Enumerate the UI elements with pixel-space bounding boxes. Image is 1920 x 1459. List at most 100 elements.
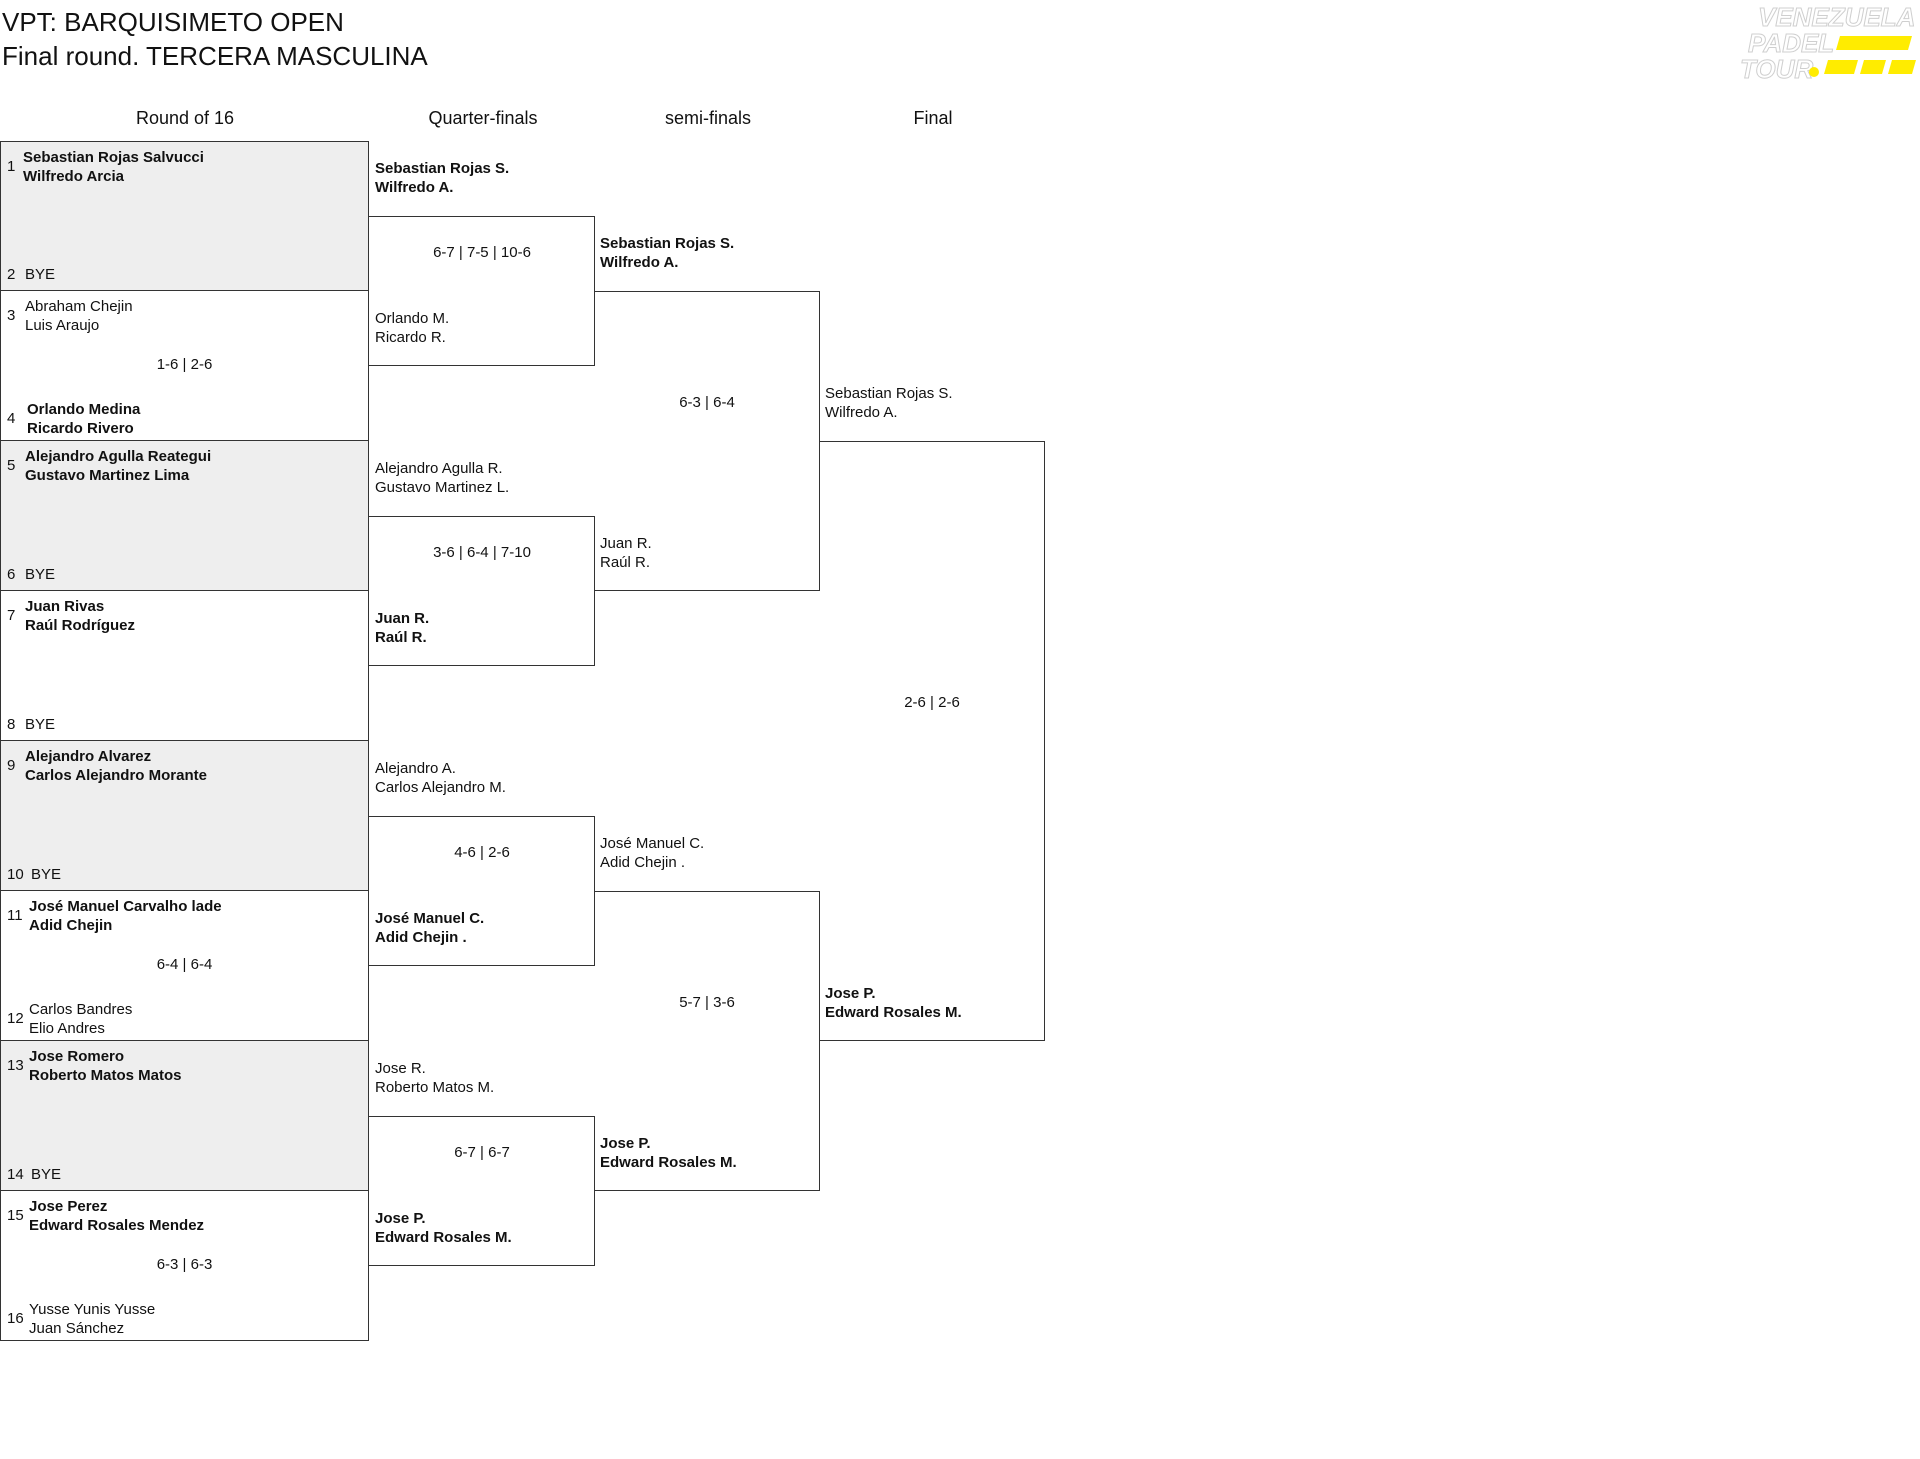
round-header-final: Final xyxy=(913,108,953,128)
sf-1-team-top: Sebastian Rojas S.Wilfredo A. xyxy=(600,234,734,272)
player-name: Raúl Rodríguez xyxy=(25,617,136,634)
player-name: Ricardo Rivero xyxy=(27,420,134,437)
player-name: Jose P. xyxy=(825,985,876,1002)
sf-2-score: 5-7 | 3-6 xyxy=(679,994,735,1011)
seed-number: 2 xyxy=(7,266,16,283)
round-header-sf: semi-finals xyxy=(664,108,752,128)
player-name: Wilfredo A. xyxy=(825,404,898,421)
seed-number: 5 xyxy=(7,457,16,474)
player-name: Alejandro Agulla Reategui xyxy=(25,448,212,465)
final-score: 2-6 | 2-6 xyxy=(904,694,960,711)
player-name: Luis Araujo xyxy=(25,317,100,334)
player-name: Edward Rosales M. xyxy=(600,1154,737,1171)
qf-3-team-top: Alejandro A. Carlos Alejandro M. xyxy=(375,759,506,797)
player-name: Jose Perez xyxy=(29,1198,108,1215)
sf-bracket-2 xyxy=(594,891,820,1191)
player-name: Wilfredo Arcia xyxy=(23,168,124,185)
match-score: 6-3 | 6-3 xyxy=(156,1256,213,1273)
player-name: Carlos Bandres xyxy=(29,1001,133,1018)
seed-number: 8 xyxy=(7,716,16,733)
player-name: Carlos Alejandro Morante xyxy=(25,767,207,784)
qf-3-score: 4-6 | 2-6 xyxy=(454,844,510,861)
match-score: 6-4 | 6-4 xyxy=(156,956,213,973)
sf-1-team-bottom: Juan R.Raúl R. xyxy=(600,534,652,572)
qf-1-score: 6-7 | 7-5 | 10-6 xyxy=(433,244,531,261)
bye-label: BYE xyxy=(25,266,56,283)
qf-3-team-bottom: José Manuel C.Adid Chejin . xyxy=(375,909,484,947)
player-name: Alejandro A. xyxy=(375,760,456,777)
player-name: Abraham Chejin xyxy=(25,298,133,315)
page-subtitle: Final round. TERCERA MASCULINA xyxy=(2,41,428,71)
seed-number: 11 xyxy=(7,907,23,924)
venezuela-padel-tour-logo: VENEZUELA PADEL TOUR xyxy=(1740,2,1920,85)
qf-bracket-4 xyxy=(369,1116,595,1266)
player-name: Raúl R. xyxy=(600,554,651,571)
qf-4-score: 6-7 | 6-7 xyxy=(454,1144,510,1161)
bye-label: BYE xyxy=(25,566,56,583)
player-name: Jose P. xyxy=(375,1210,426,1227)
player-name: Edward Rosales Mendez xyxy=(29,1217,205,1234)
seed-number: 7 xyxy=(7,607,16,624)
sf-2-team-top: José Manuel C.Adid Chejin . xyxy=(600,834,704,872)
qf-1-team-top: Sebastian Rojas S. Wilfredo A. xyxy=(375,159,509,197)
player-name: Jose P. xyxy=(600,1135,651,1152)
player-name: Sebastian Rojas S. xyxy=(375,160,510,177)
final-team-bottom: Jose P.Edward Rosales M. xyxy=(825,984,962,1022)
logo-word-1: VENEZUELA xyxy=(1758,2,1915,32)
logo-word-2: PADEL xyxy=(1748,28,1834,58)
seed-number: 15 xyxy=(7,1207,24,1224)
seed-number: 14 xyxy=(7,1166,24,1183)
player-name: Gustavo Martinez L. xyxy=(375,479,510,496)
qf-2-team-top: Alejandro Agulla R. Gustavo Martinez L. xyxy=(375,459,509,497)
r16-team-14: 14 BYE xyxy=(7,1166,364,1188)
player-name: Juan Rivas xyxy=(25,598,105,615)
player-name: Elio Andres xyxy=(29,1020,105,1037)
qf-4-team-top: Jose R. Roberto Matos M. xyxy=(375,1059,494,1097)
player-name: Carlos Alejandro M. xyxy=(375,779,506,796)
r16-team-2: 2 BYE xyxy=(7,266,364,288)
round-header-qf: Quarter-finals xyxy=(428,108,538,128)
player-name: Sebastian Rojas Salvucci xyxy=(23,149,204,166)
match-score: 1-6 | 2-6 xyxy=(156,356,213,373)
seed-number: 10 xyxy=(7,866,24,883)
player-name: Alejandro Agulla R. xyxy=(375,460,503,477)
player-name: Roberto Matos M. xyxy=(375,1079,495,1096)
player-name: Jose Romero xyxy=(29,1048,125,1065)
sf-1-score: 6-3 | 6-4 xyxy=(679,394,735,411)
player-name: Raúl R. xyxy=(375,629,427,646)
player-name: Gustavo Martinez Lima xyxy=(25,467,190,484)
player-name: Orlando Medina xyxy=(27,401,141,418)
bye-label: BYE xyxy=(31,866,62,883)
round-header-r16: Round of 16 xyxy=(135,108,235,128)
r16-team-6: 6 BYE xyxy=(7,566,364,588)
seed-number: 13 xyxy=(7,1057,24,1074)
player-name: José Manuel Carvalho lade xyxy=(29,898,222,915)
player-name: Ricardo R. xyxy=(375,329,446,346)
player-name: Sebastian Rojas S. xyxy=(600,235,735,252)
player-name: Alejandro Alvarez xyxy=(25,748,152,765)
seed-number: 6 xyxy=(7,566,16,583)
player-name: Wilfredo A. xyxy=(375,179,454,196)
qf-1-team-bottom: Orlando M.Ricardo R. xyxy=(375,309,449,347)
qf-2-team-bottom: Juan R.Raúl R. xyxy=(375,609,429,647)
seed-number: 12 xyxy=(7,1010,24,1027)
r16-team-8: 8 BYE xyxy=(7,716,364,738)
bye-label: BYE xyxy=(25,716,56,733)
player-name: Jose R. xyxy=(375,1060,426,1077)
final-team-top: Sebastian Rojas S.Wilfredo A. xyxy=(825,384,953,422)
qf-2-score: 3-6 | 6-4 | 7-10 xyxy=(433,544,531,561)
